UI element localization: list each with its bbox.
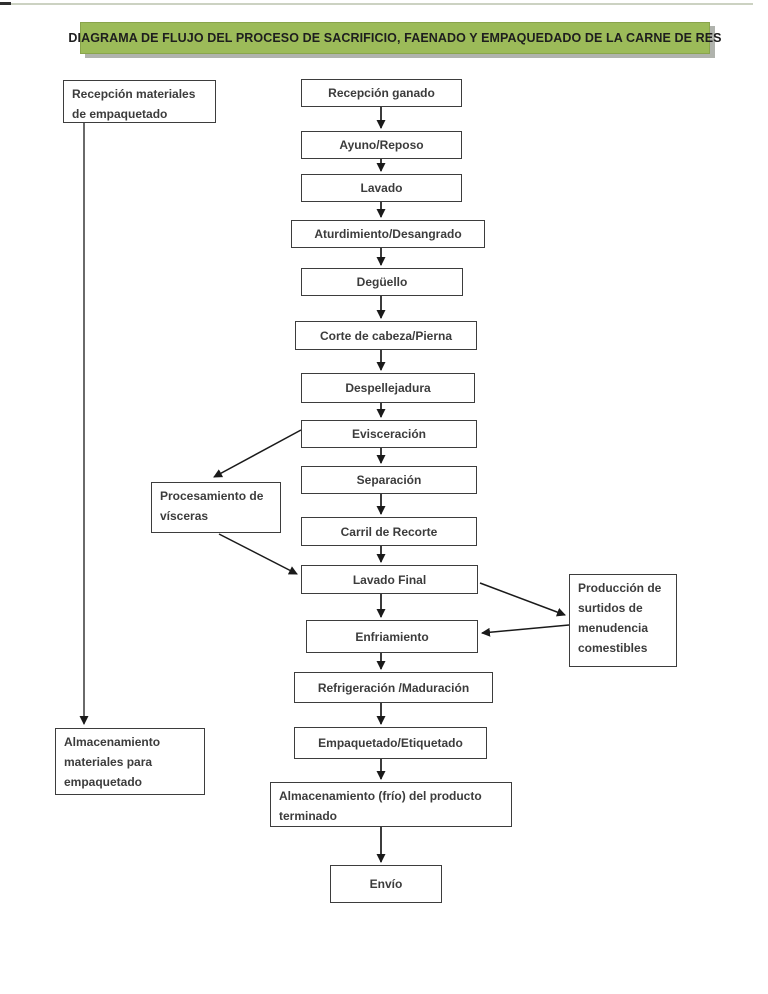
node-lavado: Lavado: [301, 174, 462, 202]
top-rule-dark-segment: [0, 2, 11, 5]
node-empaquetado-etiquetado: Empaquetado/Etiquetado: [294, 727, 487, 759]
node-almacenamiento-materiales: Almacenamiento materiales para empaqueta…: [55, 728, 205, 795]
node-envio: Envío: [330, 865, 442, 903]
node-almacenamiento-frio: Almacenamiento (frío) del producto termi…: [270, 782, 512, 827]
title-banner: DIAGRAMA DE FLUJO DEL PROCESO DE SACRIFI…: [68, 22, 722, 54]
node-separacion: Separación: [301, 466, 477, 494]
node-recepcion-materiales: Recepción materiales de empaquetado: [63, 80, 216, 123]
node-corte-cabeza-pierna: Corte de cabeza/Pierna: [295, 321, 477, 350]
node-lavado-final: Lavado Final: [301, 565, 478, 594]
node-aturdimiento-desangrado: Aturdimiento/Desangrado: [291, 220, 485, 248]
node-despellejadura: Despellejadura: [301, 373, 475, 403]
node-refrigeracion-maduracion: Refrigeración /Maduración: [294, 672, 493, 703]
node-evisceracion: Evisceración: [301, 420, 477, 448]
node-carril-recorte: Carril de Recorte: [301, 517, 477, 546]
edge-procesamiento-visceras-to-lavado-final: [218, 533, 298, 575]
node-enfriamiento: Enfriamiento: [306, 620, 478, 653]
top-rule-line: [0, 3, 753, 5]
node-deguello: Degüello: [301, 268, 463, 296]
node-recepcion-ganado: Recepción ganado: [301, 79, 462, 107]
node-produccion-surtidos: Producción de surtidos de menudencia com…: [569, 574, 677, 667]
page-title: DIAGRAMA DE FLUJO DEL PROCESO DE SACRIFI…: [68, 31, 722, 45]
node-ayuno-reposo: Ayuno/Reposo: [301, 131, 462, 159]
edge-evisceracion-to-procesamiento-visceras: [213, 429, 302, 478]
node-procesamiento-visceras: Procesamiento de vísceras: [151, 482, 281, 533]
edge-produccion-surtidos-to-enfriamiento: [481, 624, 570, 637]
edge-lavado-final-to-produccion-surtidos: [479, 582, 566, 617]
